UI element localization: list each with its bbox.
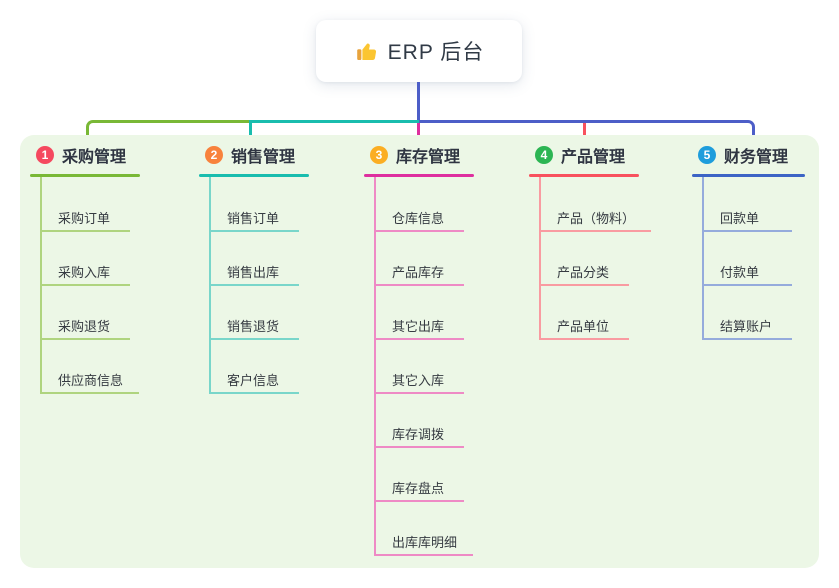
child-node[interactable]: 客户信息 (209, 369, 299, 394)
branch-2: 2 销售管理销售订单销售出库销售退货客户信息 (199, 135, 309, 394)
branch-number-badge: 5 (698, 145, 716, 164)
branch-title: 销售管理 (231, 148, 296, 166)
child-node[interactable]: 销售出库 (209, 261, 299, 286)
branch-underline (529, 174, 639, 177)
child-node[interactable]: 采购退货 (40, 315, 130, 340)
branch-5: 5 财务管理回款单付款单结算账户 (692, 135, 805, 340)
child-node[interactable]: 采购订单 (40, 207, 130, 232)
child-node[interactable]: 库存调拨 (374, 423, 464, 448)
child-node[interactable]: 回款单 (702, 207, 792, 232)
branch-underline (692, 174, 805, 177)
branch-number-badge: 4 (535, 145, 553, 164)
branch-title: 产品管理 (561, 148, 626, 166)
child-node[interactable]: 供应商信息 (40, 369, 140, 394)
child-node[interactable]: 结算账户 (702, 315, 792, 340)
child-node[interactable]: 产品库存 (374, 261, 464, 286)
branch-underline (199, 174, 309, 177)
child-node[interactable]: 销售订单 (209, 207, 299, 232)
branch-4: 4 产品管理产品（物料） 产品分类产品单位 (529, 135, 652, 340)
child-node[interactable]: 付款单 (702, 261, 792, 286)
branch-3: 3 库存管理仓库信息产品库存其它出库其它入库库存调拨库存盘点出库库明细 (364, 135, 474, 556)
child-node[interactable]: 出库库明细 (374, 531, 474, 556)
child-node[interactable]: 产品（物料） (539, 207, 652, 232)
child-node[interactable]: 产品单位 (539, 315, 629, 340)
branch-1: 1 采购管理采购订单采购入库采购退货供应商信息 (30, 135, 140, 394)
branch-node[interactable]: 5 财务管理 (692, 135, 805, 174)
root-node-label: ERP 后台 (387, 41, 485, 64)
child-node[interactable]: 采购入库 (40, 261, 130, 286)
children-connector-line (702, 177, 704, 340)
branch-number-badge: 2 (205, 145, 223, 164)
child-node[interactable]: 其它出库 (374, 315, 464, 340)
thumbs-up-icon (354, 39, 378, 63)
branch-number-badge: 3 (370, 145, 388, 164)
children-connector-line (374, 177, 376, 556)
branch-node[interactable]: 2 销售管理 (199, 135, 309, 174)
child-node[interactable]: 销售退货 (209, 315, 299, 340)
branch-title: 财务管理 (724, 148, 789, 166)
branch-node[interactable]: 1 采购管理 (30, 135, 140, 174)
branch-node[interactable]: 3 库存管理 (364, 135, 474, 174)
connector-root-trunk (417, 82, 420, 123)
child-node[interactable]: 产品分类 (539, 261, 629, 286)
branch-underline (364, 174, 474, 177)
branches-panel: 1 采购管理采购订单采购入库采购退货供应商信息 2 销售管理销售订单销售出库销售退货客… (20, 135, 819, 568)
root-node[interactable]: ERP 后台 (316, 20, 522, 82)
children-connector-line (539, 177, 541, 340)
branch-node[interactable]: 4 产品管理 (529, 135, 639, 174)
child-node[interactable]: 其它入库 (374, 369, 464, 394)
child-node[interactable]: 仓库信息 (374, 207, 464, 232)
branch-underline (30, 174, 140, 177)
branch-number-badge: 1 (36, 145, 54, 164)
branch-title: 库存管理 (396, 148, 461, 166)
child-node[interactable]: 库存盘点 (374, 477, 464, 502)
branch-title: 采购管理 (62, 148, 127, 166)
